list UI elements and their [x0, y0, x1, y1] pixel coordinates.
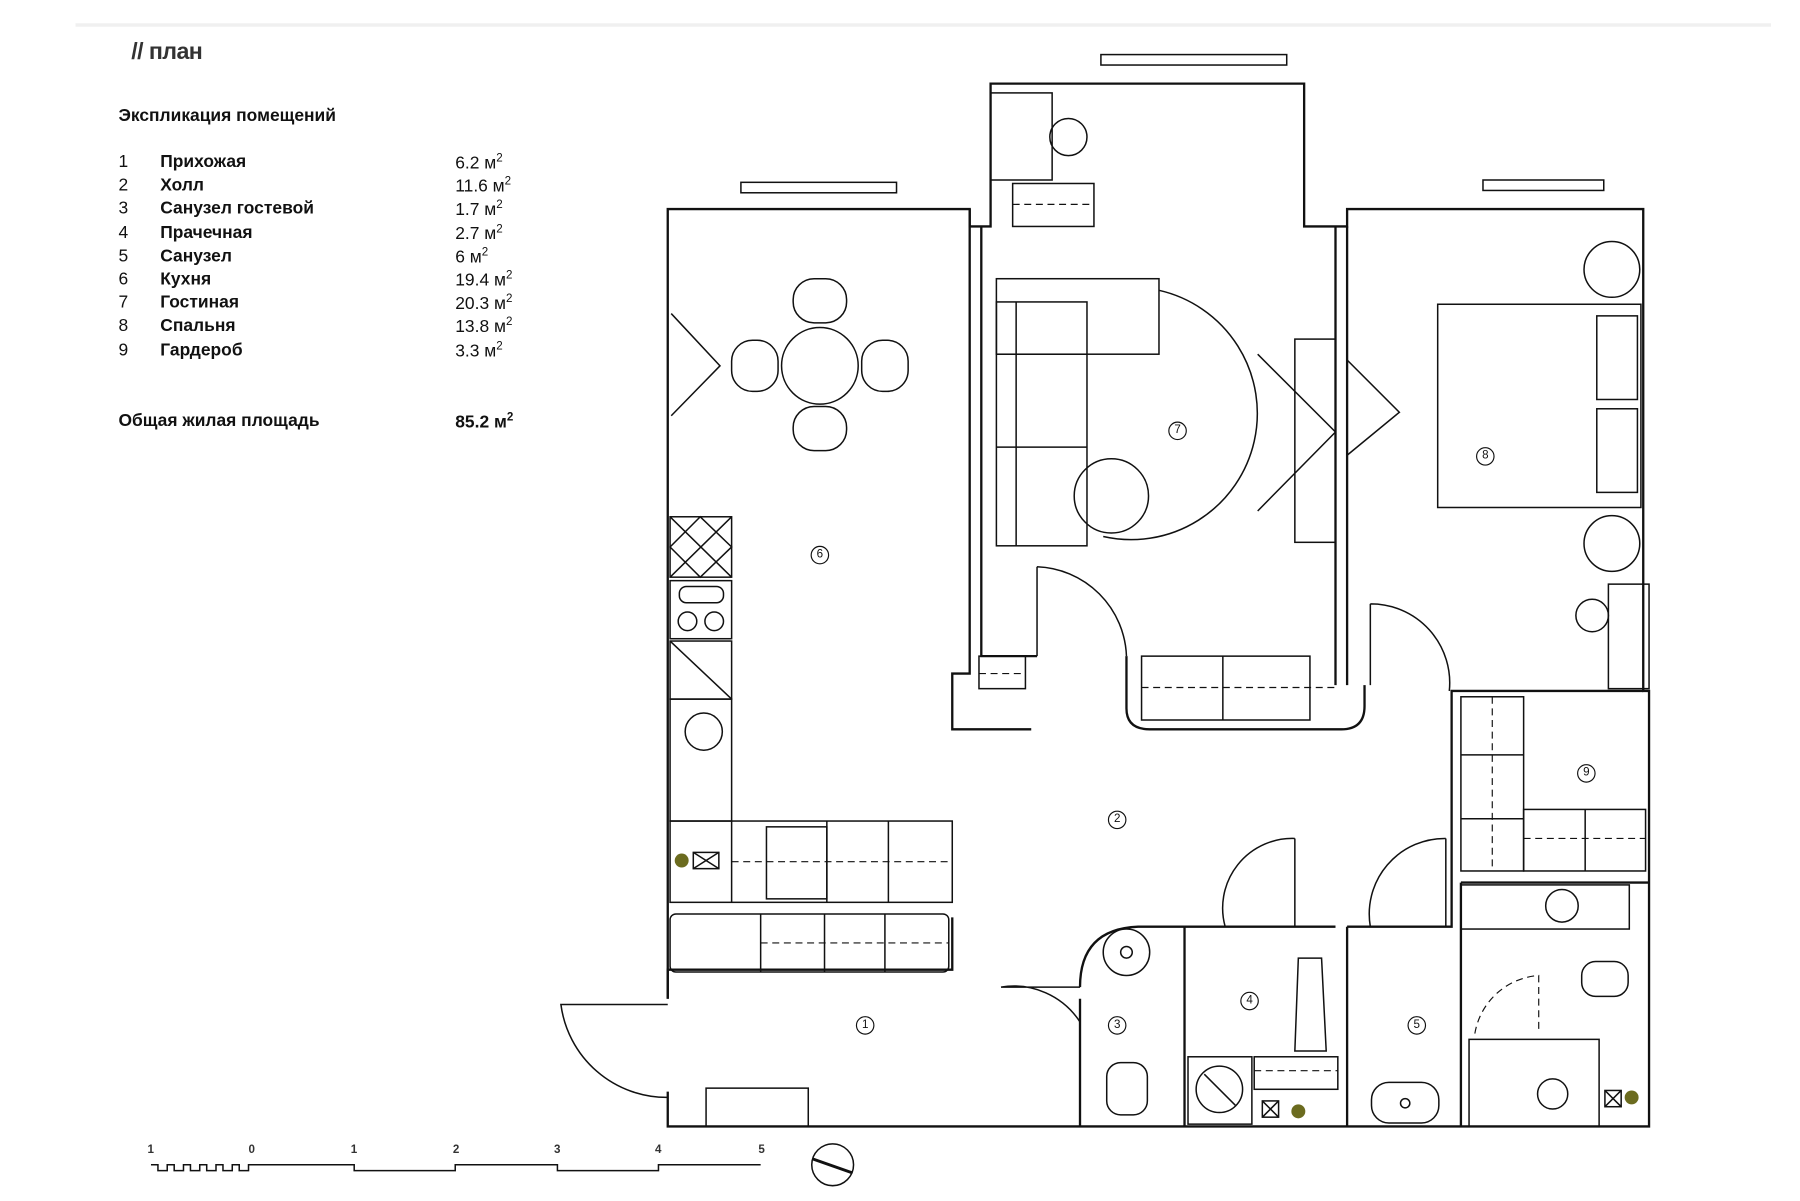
- room-area-sup: 2: [496, 222, 503, 236]
- legend-row: 6 Кухня 19.4 м2: [118, 269, 536, 292]
- room-number: 5: [118, 245, 129, 266]
- room-area: 6 м2: [455, 246, 488, 267]
- total-area-value: 85.2 м: [455, 412, 507, 433]
- walls: [666, 82, 1651, 1128]
- legend-row: 8 Спальня 13.8 м2: [118, 316, 536, 339]
- legend-row: 7 Гостиная 20.3 м2: [118, 293, 536, 316]
- room-marker: 6: [810, 545, 830, 565]
- room-number: 7: [118, 292, 129, 313]
- room-area-sup: 2: [481, 245, 489, 259]
- room-area-value: 19.4 м: [455, 270, 506, 291]
- room-area-value: 20.3 м: [455, 294, 506, 314]
- furniture: [669, 92, 1650, 1128]
- room-area-sup: 2: [496, 339, 503, 353]
- scale-bar: [150, 1164, 761, 1172]
- north-arrow-icon: [810, 1143, 855, 1187]
- room-area-value: 2.7 м: [455, 223, 497, 244]
- legend-row: 3 Санузел гостевой 1.7 м2: [118, 199, 536, 222]
- room-name: Спальня: [160, 316, 236, 337]
- room-area-value: 13.8 м: [455, 317, 506, 338]
- total-area-row: Общая жилая площадь 85.2 м2: [118, 411, 536, 432]
- olive-marker: [1291, 1104, 1306, 1119]
- room-area-sup: 2: [496, 152, 503, 165]
- room-number: 8: [118, 316, 129, 337]
- olive-marker: [1624, 1090, 1639, 1105]
- room-area: 6.2 м2: [455, 152, 503, 173]
- room-name: Прихожая: [160, 152, 247, 172]
- legend-row: 9 Гардероб 3.3 м2: [118, 340, 536, 363]
- scale-label: 1: [147, 1143, 154, 1157]
- scale-label: 5: [758, 1143, 765, 1157]
- total-area: 85.2 м2: [455, 411, 513, 432]
- room-marker: 8: [1476, 447, 1495, 466]
- room-name: Прачечная: [160, 222, 253, 243]
- room-area: 20.3 м2: [455, 293, 512, 314]
- room-area-sup: 2: [505, 269, 513, 283]
- room-name: Гардероб: [160, 339, 243, 360]
- room-area-value: 6.2 м: [455, 153, 497, 174]
- room-number: 6: [118, 269, 129, 290]
- room-area: 3.3 м2: [455, 340, 503, 361]
- room-name: Холл: [160, 175, 204, 196]
- total-area-sup: 2: [506, 411, 514, 424]
- total-label: Общая жилая площадь: [118, 411, 320, 431]
- room-number: 9: [118, 339, 129, 360]
- room-marker: 9: [1577, 764, 1596, 783]
- scale-label: 4: [654, 1143, 662, 1157]
- olive-marker: [674, 853, 689, 868]
- room-marker: 1: [855, 1016, 875, 1035]
- top-divider: [75, 23, 1771, 27]
- page-title: // план: [131, 39, 203, 66]
- scale-label: 0: [248, 1143, 255, 1157]
- room-marker: 2: [1107, 810, 1127, 830]
- room-number: 2: [118, 175, 129, 196]
- legend-heading: Экспликация помещений: [118, 105, 336, 126]
- room-marker: 5: [1407, 1016, 1427, 1035]
- room-area: 13.8 м2: [455, 316, 512, 337]
- scale-label: 3: [553, 1143, 561, 1157]
- room-area: 11.6 м2: [455, 176, 511, 197]
- room-number: 4: [118, 222, 129, 243]
- room-area-value: 11.6 м: [455, 176, 505, 197]
- room-number: 3: [118, 199, 129, 219]
- room-name: Кухня: [160, 269, 212, 290]
- scale-label: 2: [452, 1143, 460, 1157]
- room-name: Гостиная: [160, 292, 239, 313]
- legend-row: 4 Прачечная 2.7 м2: [118, 222, 536, 245]
- room-area-value: 6 м: [455, 247, 482, 267]
- room-area-sup: 2: [505, 316, 513, 330]
- room-marker: 3: [1107, 1016, 1127, 1035]
- doors: [560, 313, 1540, 1099]
- room-area: 1.7 м2: [455, 199, 503, 220]
- room-area-value: 3.3 м: [455, 340, 497, 361]
- room-number: 1: [118, 152, 129, 172]
- room-name: Санузел гостевой: [160, 199, 314, 219]
- scale-label: 1: [350, 1143, 358, 1157]
- room-area-sup: 2: [505, 292, 513, 306]
- room-area: 2.7 м2: [455, 222, 503, 243]
- room-name: Санузел: [160, 245, 232, 266]
- room-marker: 7: [1168, 421, 1187, 441]
- legend-row: 5 Санузел 6 м2: [118, 246, 536, 269]
- room-area-sup: 2: [504, 175, 512, 189]
- room-area-sup: 2: [496, 199, 503, 212]
- windows: [740, 53, 1605, 194]
- room-area-value: 1.7 м: [455, 200, 497, 220]
- room-marker: 4: [1240, 991, 1259, 1011]
- legend-row: 1 Прихожая 6.2 м2: [118, 152, 536, 175]
- room-area: 19.4 м2: [455, 269, 512, 290]
